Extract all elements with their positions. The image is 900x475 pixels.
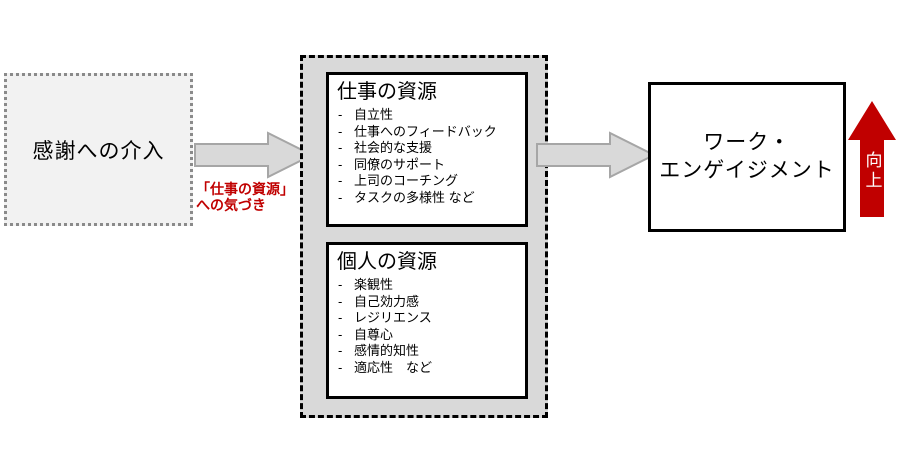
list-item: - タスクの多様性 など <box>336 190 518 207</box>
list-item: - 社会的な支援 <box>336 140 518 157</box>
awareness-note: 「仕事の資源」 への気づき <box>196 181 316 213</box>
list-item: - 仕事へのフィードバック <box>336 124 518 141</box>
work-engagement-box: ワーク・ エンゲイジメント <box>648 82 846 232</box>
job-resources-box: 仕事の資源 - 自立性 - 仕事へのフィードバック - 社会的な支援 - 同僚の… <box>326 72 528 227</box>
list-item: - 自立性 <box>336 107 518 124</box>
bullet-dash: - <box>338 326 343 342</box>
personal-resource-item: 楽観性 <box>354 277 394 292</box>
job-resource-item: 社会的な支援 <box>354 140 433 155</box>
bullet-dash: - <box>338 123 343 139</box>
list-item: - 同僚のサポート <box>336 157 518 174</box>
awareness-note-line1: 「仕事の資源」 <box>196 181 294 197</box>
up-arrow-icon <box>848 101 896 217</box>
bullet-dash: - <box>338 310 343 325</box>
bullet-dash: - <box>338 140 343 155</box>
list-item: - 上司のコーチング <box>336 173 518 190</box>
bullet-dash: - <box>338 173 343 188</box>
bullet-dash: - <box>338 293 343 309</box>
list-item: - 楽観性 <box>336 277 518 294</box>
job-resources-title: 仕事の資源 <box>337 81 437 103</box>
job-resource-item: タスクの多様性 など <box>354 189 475 205</box>
bullet-dash: - <box>338 359 343 375</box>
improvement-label: 向上 <box>862 151 882 191</box>
bullet-dash: - <box>338 277 343 292</box>
job-resource-item: 自立性 <box>354 107 394 122</box>
job-resource-item: 同僚のサポート <box>354 156 446 172</box>
personal-resource-item: レジリエンス <box>354 310 432 325</box>
awareness-note-line2: への気づき <box>196 197 266 213</box>
personal-resource-item: 自己効力感 <box>354 293 420 309</box>
bullet-dash: - <box>338 156 343 172</box>
personal-resources-box: 個人の資源 - 楽観性 - 自己効力感 - レジリエンス - 自尊心 - 感情的… <box>326 242 528 399</box>
intervention-box: 感謝への介入 <box>4 73 193 226</box>
intervention-label: 感謝への介入 <box>32 139 165 163</box>
job-resource-item: 上司のコーチング <box>354 173 459 188</box>
list-item: - 自尊心 <box>336 327 518 344</box>
list-item: - 適応性 など <box>336 360 518 377</box>
bullet-dash: - <box>338 189 343 205</box>
personal-resource-item: 適応性 など <box>354 359 433 375</box>
personal-resource-item: 自尊心 <box>354 326 394 342</box>
right-arrow-icon <box>194 131 314 179</box>
work-engagement-line1: ワーク・ <box>703 131 791 154</box>
bullet-dash: - <box>338 343 343 358</box>
job-resource-item: 仕事へのフィードバック <box>354 123 497 139</box>
list-item: - 感情的知性 <box>336 343 518 360</box>
bullet-dash: - <box>338 107 343 122</box>
job-resources-list: - 自立性 - 仕事へのフィードバック - 社会的な支援 - 同僚のサポート -… <box>336 107 518 206</box>
list-item: - 自己効力感 <box>336 294 518 311</box>
personal-resources-list: - 楽観性 - 自己効力感 - レジリエンス - 自尊心 - 感情的知性 - 適… <box>336 277 518 376</box>
personal-resources-title: 個人の資源 <box>337 251 437 273</box>
personal-resource-item: 感情的知性 <box>354 343 420 358</box>
list-item: - レジリエンス <box>336 310 518 327</box>
work-engagement-line2: エンゲイジメント <box>659 159 835 182</box>
right-arrow-icon <box>536 131 656 179</box>
